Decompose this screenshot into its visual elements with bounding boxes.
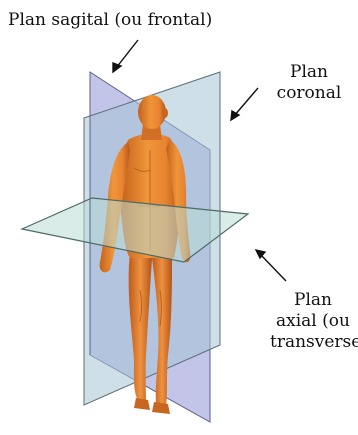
label-axial-line-2: axial (ou (270, 311, 356, 332)
label-axial-line-3: transverse) (270, 332, 356, 353)
arrow-coronal (231, 88, 258, 120)
label-coronal-line-1: Plan (262, 62, 356, 83)
arrow-axial (256, 250, 286, 281)
label-coronal-plane: Plan coronal (262, 62, 356, 104)
ear (162, 108, 168, 118)
label-coronal-line-2: coronal (262, 83, 356, 104)
right-foot (152, 402, 170, 414)
arrow-sagittal (113, 40, 138, 72)
label-sagittal-plane: Plan sagital (ou frontal) (8, 10, 212, 31)
left-foot (134, 398, 150, 410)
label-axial-plane: Plan axial (ou transverse) (270, 290, 356, 353)
head (138, 95, 166, 129)
label-axial-line-1: Plan (270, 290, 356, 311)
